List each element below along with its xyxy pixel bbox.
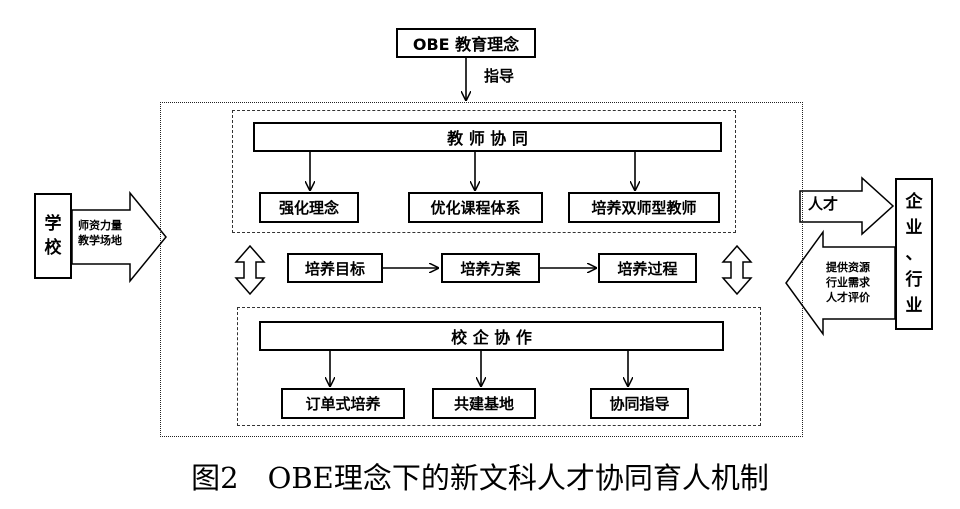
obe-concept-box: OBE 教育理念 [396, 28, 536, 58]
double-arrow-right [721, 244, 753, 296]
school-box: 学 校 [34, 193, 72, 279]
industry-feedback-line-1: 提供资源 [826, 261, 870, 274]
teacher-cooperation-title: 教 师 协 同 [253, 122, 722, 152]
industry-label-char-2: 业 [905, 218, 923, 238]
flow-box-process: 培养过程 [598, 253, 697, 283]
industry-box: 企 业 、 行 业 [895, 178, 933, 330]
school-label-char-2: 校 [44, 238, 62, 258]
enterprise-item-2: 共建基地 [432, 388, 536, 419]
enterprise-item-1: 订单式培养 [281, 388, 405, 419]
industry-label-char-1: 企 [905, 192, 923, 212]
teacher-item-3-text: 培养双师型教师 [591, 199, 697, 217]
school-label-char-1: 学 [44, 214, 62, 234]
obe-concept-label: OBE 教育理念 [412, 35, 520, 54]
industry-feedback-line-3: 人才评价 [826, 291, 870, 304]
guide-label: 指导 [484, 67, 515, 85]
main-frame [160, 102, 803, 437]
industry-feedback-line-2: 行业需求 [826, 276, 870, 289]
talent-out-arrow [799, 176, 895, 236]
teacher-cooperation-title-text: 教 师 协 同 [447, 129, 528, 148]
industry-label-char-3: 、 [905, 244, 923, 264]
teacher-cooperation-region [232, 110, 736, 233]
flow-box-goal-text: 培养目标 [304, 259, 365, 278]
enterprise-item-2-text: 共建基地 [453, 395, 514, 413]
enterprise-item-1-text: 订单式培养 [305, 395, 381, 413]
industry-feedback-text: 提供资源 行业需求 人才评价 [826, 260, 870, 305]
teacher-item-1: 强化理念 [259, 192, 359, 223]
teacher-item-3: 培养双师型教师 [568, 192, 720, 223]
double-arrow-left [234, 244, 266, 296]
enterprise-collaboration-region [237, 307, 761, 426]
enterprise-item-3-text: 协同指导 [609, 395, 670, 413]
flow-box-process-text: 培养过程 [617, 259, 678, 278]
school-resources-text: 师资力量 教学场地 [78, 218, 122, 248]
figure-caption: 图2 OBE理念下的新文科人才协同育人机制 [191, 461, 769, 495]
enterprise-collaboration-title-text: 校 企 协 作 [451, 328, 532, 347]
industry-label-char-5: 业 [905, 296, 923, 316]
flow-box-plan-text: 培养方案 [460, 259, 521, 278]
school-resource-line-2: 教学场地 [78, 234, 122, 247]
enterprise-item-3: 协同指导 [590, 388, 689, 419]
flow-box-plan: 培养方案 [441, 253, 540, 283]
teacher-item-2: 优化课程体系 [408, 192, 543, 223]
school-resource-line-1: 师资力量 [78, 219, 122, 232]
teacher-item-2-text: 优化课程体系 [430, 199, 521, 217]
flow-box-goal: 培养目标 [287, 253, 383, 283]
industry-feedback-arrow [785, 229, 896, 337]
enterprise-collaboration-title: 校 企 协 作 [259, 321, 724, 351]
teacher-item-1-text: 强化理念 [278, 199, 339, 217]
talent-label: 人才 [808, 195, 839, 213]
school-resource-arrow [71, 190, 167, 284]
industry-label-char-4: 行 [905, 270, 923, 290]
